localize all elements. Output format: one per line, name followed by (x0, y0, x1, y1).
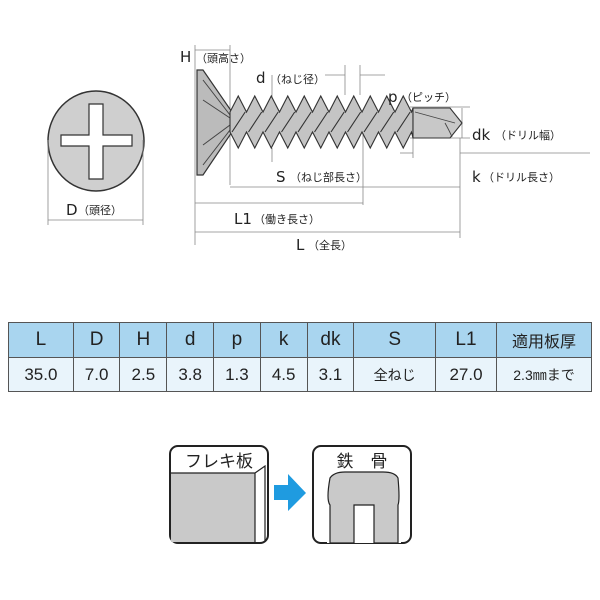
header-dk: dk (306, 322, 355, 358)
label-S: S (276, 168, 286, 186)
header-k: k (259, 322, 308, 358)
label-L: L (296, 236, 305, 254)
label-H-desc: （頭高さ） (196, 51, 251, 65)
flexible-board-label: フレキ板 (185, 452, 253, 472)
label-k: k (472, 168, 481, 186)
label-k-desc: （ドリル長さ） (483, 171, 560, 184)
label-dk-desc: （ドリル幅） (495, 129, 561, 142)
header-plate-thickness: 適用板厚 (496, 322, 592, 358)
screw-dimension-diagram: H （頭高さ） d （ねじ径） p （ピッチ） dk （ドリル幅） k （ドリル… (47, 45, 590, 254)
flexible-board-panel: フレキ板 (169, 445, 269, 544)
spec-table: L D H d p k dk S L1 適用板厚 35.0 7.0 2.5 3.… (8, 322, 592, 392)
label-H: H (180, 48, 191, 66)
label-d-desc: （ねじ径） (270, 73, 325, 86)
label-L1: L1 (234, 210, 252, 228)
cell-p: 1.3 (213, 357, 261, 392)
cell-plate-thickness: 2.3㎜まで (496, 357, 592, 392)
arrow-right-icon (274, 474, 306, 511)
header-p: p (213, 322, 261, 358)
phillips-cross-recess (60, 103, 133, 180)
header-H: H (119, 322, 168, 358)
label-L-desc: （全長） (308, 238, 352, 252)
label-dk: dk (472, 126, 491, 144)
screw-head-top-view (47, 90, 145, 192)
steel-frame-panel: 鉄 骨 (312, 445, 412, 544)
header-D: D (72, 322, 121, 358)
label-p-desc: （ピッチ） (401, 91, 456, 104)
cell-S: 全ねじ (353, 357, 436, 392)
cell-D: 7.0 (72, 357, 121, 392)
cell-dk: 3.1 (306, 357, 355, 392)
label-D-desc: （頭径） (78, 204, 122, 217)
spec-table-header-row: L D H d p k dk S L1 適用板厚 (8, 322, 592, 358)
label-p: p (388, 88, 398, 106)
screw-side-view (196, 69, 463, 176)
spec-table-row: 35.0 7.0 2.5 3.8 1.3 4.5 3.1 全ねじ 27.0 2.… (8, 357, 592, 392)
header-L: L (8, 322, 74, 358)
cell-k: 4.5 (259, 357, 308, 392)
cell-H: 2.5 (119, 357, 168, 392)
label-L1-desc: （働き長さ） (254, 213, 320, 226)
cell-L1: 27.0 (435, 357, 497, 392)
label-d: d (256, 69, 266, 87)
header-L1: L1 (435, 322, 497, 358)
label-S-desc: （ねじ部長さ） (290, 170, 367, 184)
label-D: D (66, 201, 78, 219)
cell-d: 3.8 (166, 357, 215, 392)
header-S: S (353, 322, 436, 358)
cell-L: 35.0 (8, 357, 74, 392)
steel-frame-label: 鉄 骨 (337, 452, 388, 472)
